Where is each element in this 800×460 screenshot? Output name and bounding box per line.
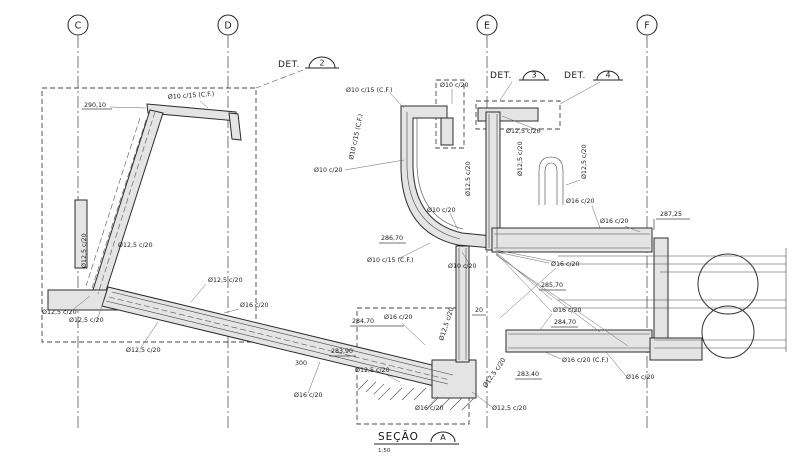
rebar-label: Ø12,5 c/20 <box>437 306 455 341</box>
grid-marker-c: C <box>75 21 82 32</box>
det2-number: 2 <box>319 59 324 68</box>
rebar-label: Ø12,5 c/20 <box>516 141 524 176</box>
rebar-label: Ø10 c/15 (C.F.) <box>168 90 215 101</box>
rebar-label: Ø16 c/20 <box>415 404 444 412</box>
hatching <box>357 379 475 411</box>
rebar-label: Ø16 c/20 <box>551 260 580 268</box>
rebar-label: Ø10 c/20 <box>314 166 343 174</box>
det4-number: 4 <box>605 71 610 80</box>
title-block: SEÇÃO A 1:50 <box>374 430 459 454</box>
rebar-label: Ø12,5 c/20 <box>80 233 88 268</box>
elevation-label: 286,70 <box>381 235 403 242</box>
rebar-label: Ø12,5 c/20 <box>506 127 541 135</box>
rebar-label: Ø10 c/15 (C.F.) <box>347 113 364 160</box>
det2-label: DET. <box>278 60 300 70</box>
rebar-label: Ø12,5 c/20 <box>464 161 472 196</box>
elevation-label: 287,25 <box>660 211 682 218</box>
rebar-label: Ø12,5 c/20 <box>481 356 507 389</box>
rebar-label: Ø12,5 c/20 <box>126 346 161 354</box>
leader-lines <box>69 89 641 408</box>
rebar-label: Ø16 c/20 <box>566 197 595 205</box>
grid-marker-e: E <box>484 21 490 32</box>
rebar-label: Ø16 c/20 <box>294 391 323 399</box>
rebar-lines <box>85 111 650 385</box>
rebar-label: Ø16 c/20 <box>626 373 655 381</box>
rebar-label: Ø12,5 c/20 <box>580 144 588 179</box>
pipes <box>558 248 787 359</box>
dimension-lines <box>82 108 690 380</box>
rebar-label: Ø10 c/15 (C.F.) <box>346 86 393 94</box>
rebar-label: Ø12,5 c/20 <box>492 404 527 412</box>
rebar-label: Ø12,5 c/20 <box>42 308 77 316</box>
rebar-label: Ø16 c/20 <box>384 313 413 321</box>
section-balloon: A <box>440 433 446 442</box>
grid-marker-f: F <box>644 21 649 32</box>
section-title: SEÇÃO <box>378 430 419 443</box>
rebar-label: Ø16 c/20 <box>600 217 629 225</box>
pipe-circle-upper <box>697 253 759 315</box>
det3-label: DET. <box>490 71 512 81</box>
det3-number: 3 <box>531 71 536 80</box>
section-scale: 1:50 <box>378 448 391 454</box>
rebar-label: Ø12,5 c/20 <box>355 366 390 374</box>
rebar-label: Ø10 c/20 <box>448 262 477 270</box>
elevation-label: 284,70 <box>352 318 374 325</box>
rebar-label: Ø16 c/20 <box>240 301 269 309</box>
elevation-label: 283,40 <box>517 371 539 378</box>
rebar-label: Ø16 c/20 <box>553 306 582 314</box>
rebar-label: Ø10 c/15 (C.F.) <box>367 256 414 264</box>
dimension-label: 300 <box>295 360 307 367</box>
grid-marker-d: D <box>224 21 231 32</box>
rebar-label: Ø10 c/20 <box>440 81 469 89</box>
elevation-label: 284,70 <box>554 319 576 326</box>
elevation-label: 285,70 <box>541 282 563 289</box>
hook-bar <box>538 156 564 205</box>
elevation-label: 290,10 <box>84 102 106 109</box>
pipe-circle-lower <box>701 305 755 359</box>
dimension-label: 20 <box>475 307 483 314</box>
rebar-label: Ø12,5 c/20 <box>208 276 243 284</box>
rebar-label: Ø12,5 c/20 <box>118 241 153 249</box>
detail-callouts: DET. 2 DET. 3 DET. 4 <box>255 56 623 105</box>
detail-regions <box>41 79 561 425</box>
elevation-label: 283,90 <box>331 348 353 355</box>
rebar-label: Ø10 c/20 <box>427 206 456 214</box>
rebar-label: Ø16 c/20 (C.F.) <box>562 356 609 364</box>
rebar-label: Ø12,5 c/20 <box>69 316 104 324</box>
det4-label: DET. <box>564 71 586 81</box>
